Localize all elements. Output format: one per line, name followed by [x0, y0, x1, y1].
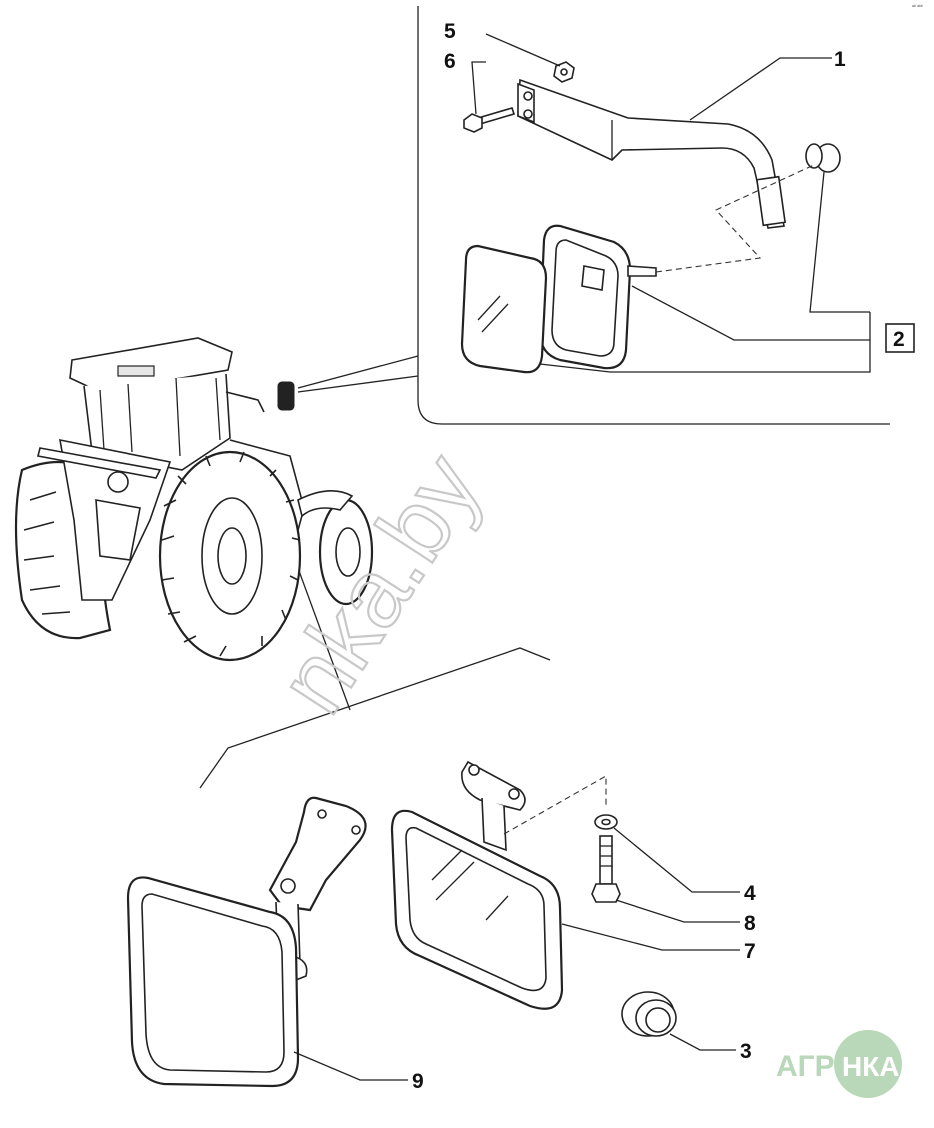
nut-part-5 [553, 61, 575, 83]
mirror-part-9 [126, 796, 367, 1088]
rear-mirror-part-2 [460, 224, 657, 374]
callout-2: 2 [893, 328, 905, 351]
knob-part [805, 143, 841, 173]
assembly-dashline-upper [655, 163, 817, 273]
leader-2c [539, 312, 871, 373]
leader-4 [613, 827, 740, 893]
callout-2-box [885, 323, 915, 353]
leader-lower-detail [199, 647, 551, 789]
detail-panel-border [417, 6, 890, 425]
leader-9 [293, 1051, 408, 1081]
leader-8 [615, 899, 740, 923]
callout-8: 8 [744, 912, 756, 935]
tractor-illustration [14, 337, 374, 662]
leader-6 [471, 61, 486, 115]
mirror-bracket-part-1 [517, 78, 786, 229]
callout-9: 9 [412, 1070, 424, 1093]
washer-part-4 [594, 814, 618, 830]
mirror-part-7 [390, 760, 564, 1010]
leader-7 [561, 923, 740, 951]
logo-left-text: АГРО [776, 1050, 858, 1083]
callout-5: 5 [444, 20, 456, 43]
leader-tractor-to-detail-2 [297, 375, 419, 393]
leader-tractor-to-detail [297, 355, 419, 389]
leader-3 [669, 1033, 736, 1051]
callout-4: 4 [744, 882, 756, 905]
agronka-logo: АГРО НКА [776, 1030, 902, 1098]
callout-3: 3 [740, 1040, 752, 1063]
leader-5 [485, 33, 561, 67]
leader-2a [809, 171, 870, 313]
leader-2b [631, 285, 870, 341]
bolt-part-6 [463, 107, 516, 133]
callout-1: 1 [834, 48, 846, 71]
corner-code: ᵃᵇ ᵃᵇᵇ [912, 4, 923, 10]
grommet-part-3 [621, 991, 677, 1037]
callout-6: 6 [444, 50, 456, 73]
bolt-part-8 [591, 835, 621, 903]
leader-1 [689, 57, 832, 121]
logo-right-text: НКА [842, 1051, 900, 1082]
callout-7: 7 [744, 940, 756, 963]
